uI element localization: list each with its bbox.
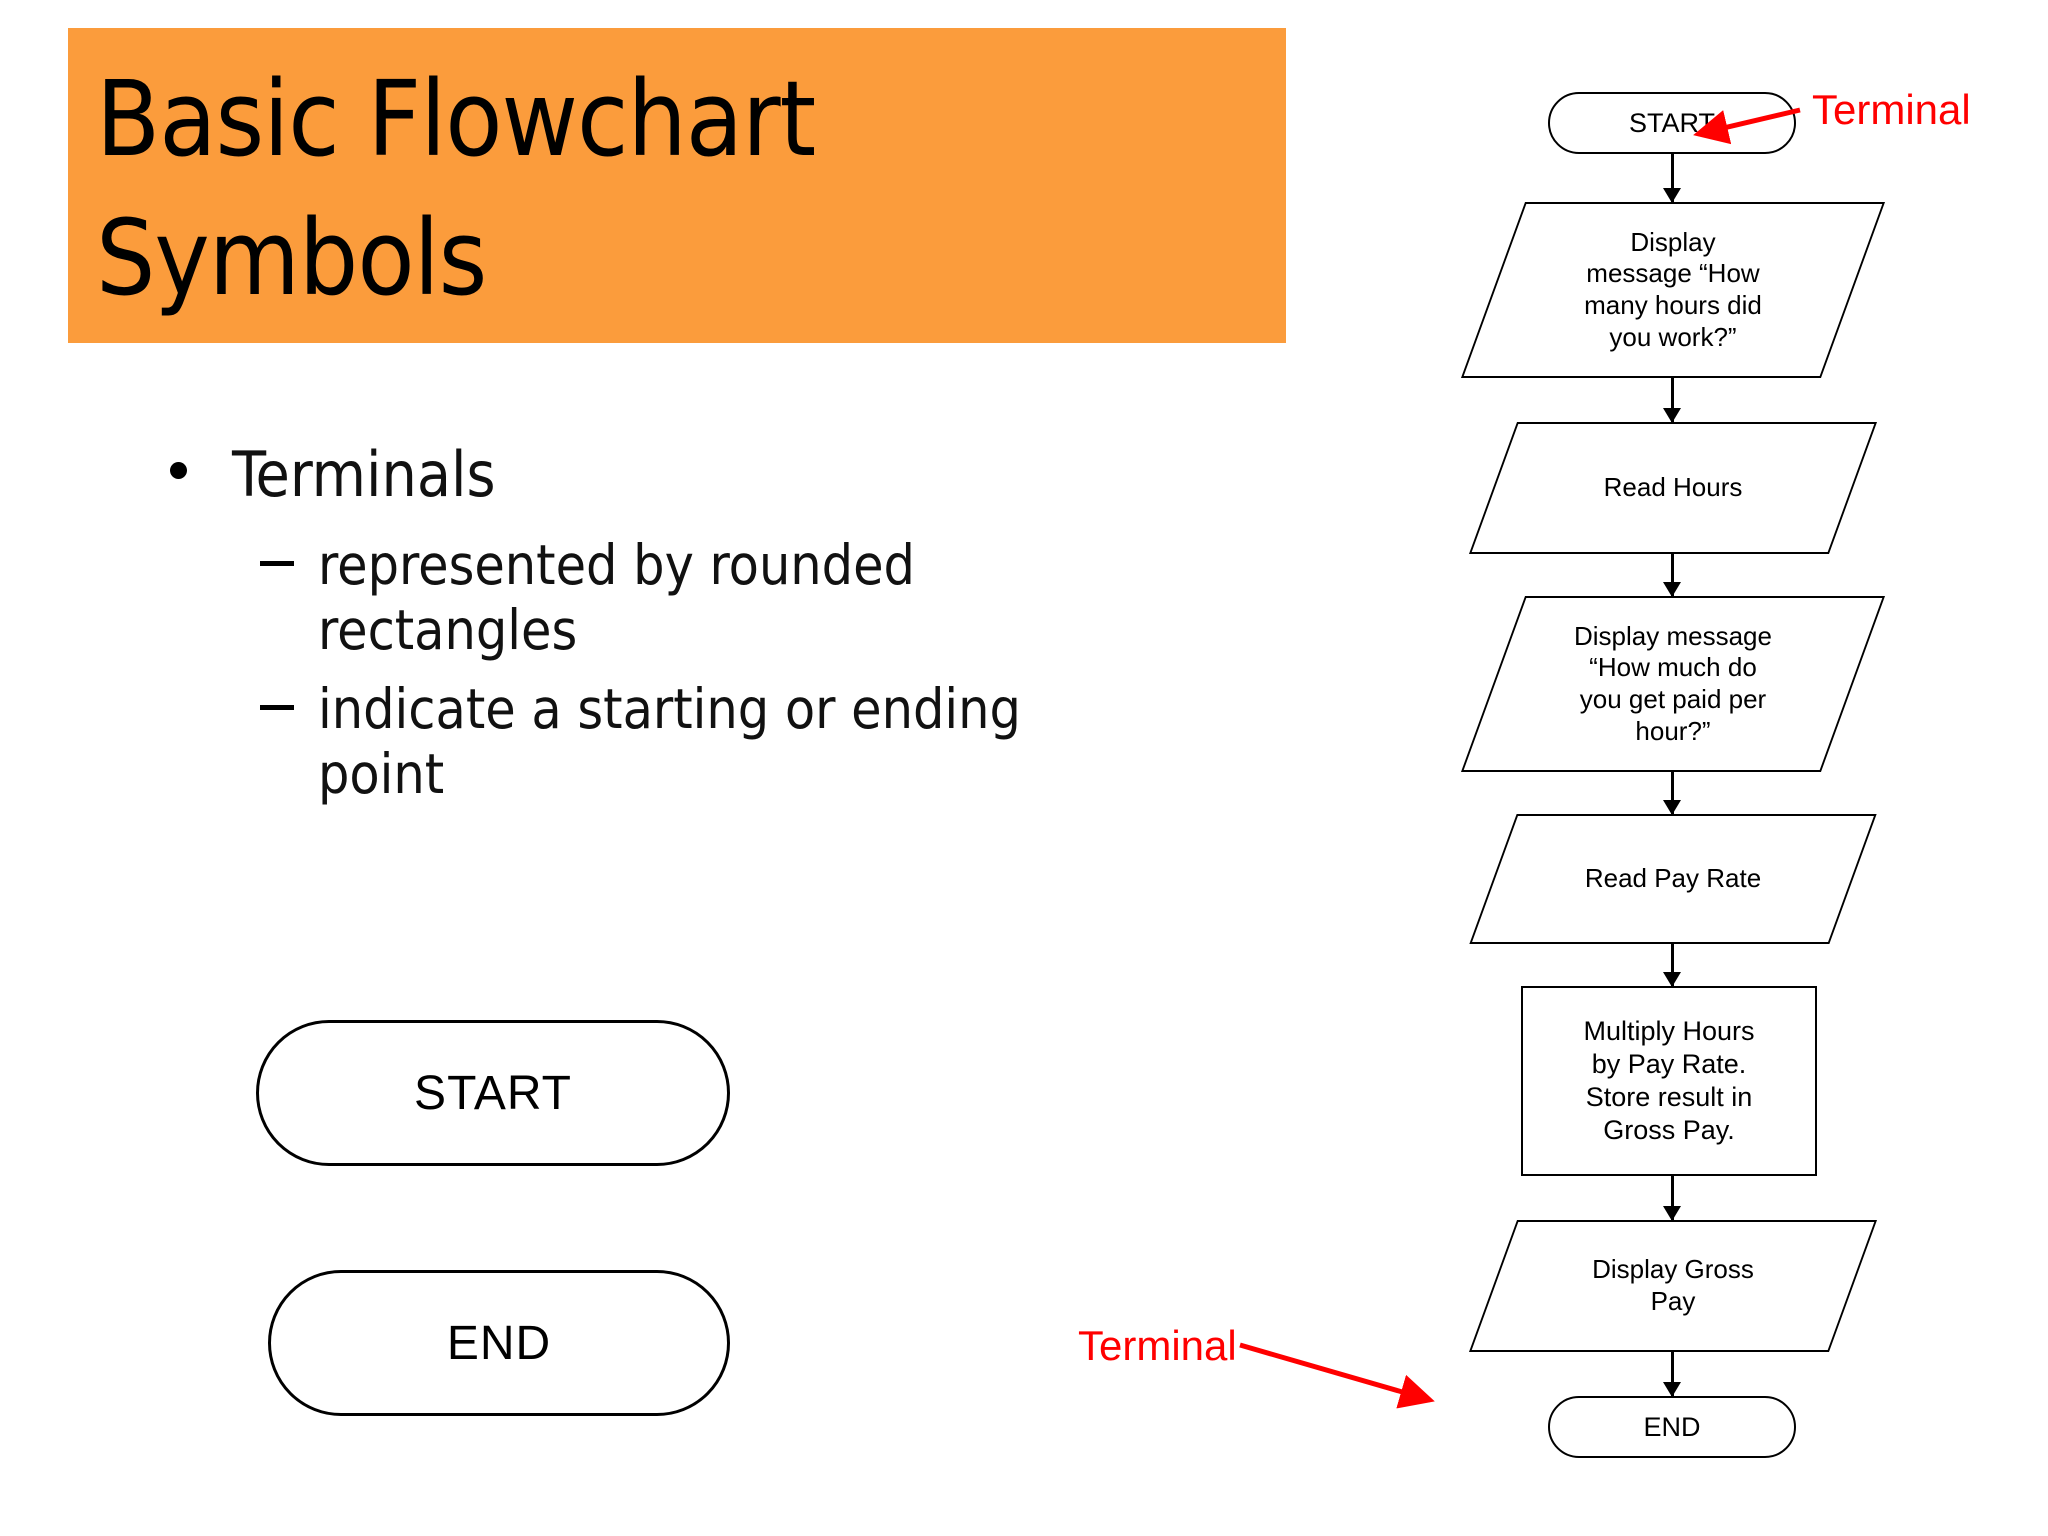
- flowchart-connector: [1671, 1352, 1674, 1396]
- flowchart-node-start: START: [1548, 92, 1796, 154]
- sample-terminal-start: START: [256, 1020, 730, 1166]
- flowchart-node-read-pay-rate: Read Pay Rate: [1469, 814, 1877, 944]
- flowchart-node-display-gross-pay-label: Display Gross Pay: [1592, 1254, 1754, 1316]
- bullet-dot-icon: [170, 462, 187, 479]
- flowchart-node-display-gross-pay: Display Gross Pay: [1468, 1220, 1878, 1352]
- flowchart-connector: [1671, 554, 1674, 596]
- flowchart-diagram: START Display message “How many hours di…: [1380, 70, 2000, 1490]
- flowchart-connector: [1671, 1176, 1674, 1220]
- sample-terminal-end: END: [268, 1270, 730, 1416]
- flowchart-node-end: END: [1548, 1396, 1796, 1458]
- title-banner: Basic Flowchart Symbols: [68, 28, 1286, 343]
- list-item-label: indicate a starting or ending point: [318, 677, 1021, 807]
- list-item: Terminals: [150, 440, 1050, 509]
- list-item-label: Terminals: [232, 438, 496, 511]
- bullet-list: Terminals represented by rounded rectang…: [150, 440, 1050, 821]
- flowchart-node-start-label: START: [1628, 107, 1715, 138]
- sample-terminal-end-label: END: [446, 1316, 552, 1370]
- flowchart-node-display-rate-prompt: Display message “How much do you get pai…: [1460, 596, 1886, 772]
- flowchart-node-read-hours-label: Read Hours: [1603, 472, 1743, 503]
- flowchart-node-read-hours: Read Hours: [1468, 422, 1878, 554]
- flowchart-node-display-hours-prompt-label: Display message “How many hours did you …: [1584, 226, 1762, 352]
- flowchart-node-read-pay-rate-label: Read Pay Rate: [1584, 863, 1762, 894]
- annotation-label-terminal-bottom: Terminal: [1078, 1322, 1237, 1369]
- bullet-dash-icon: [260, 561, 294, 567]
- flowchart-connector: [1671, 378, 1674, 422]
- flowchart-node-multiply-label: Multiply Hours by Pay Rate. Store result…: [1583, 1016, 1755, 1145]
- list-item: represented by rounded rectangles: [150, 533, 1050, 663]
- flowchart-node-end-label: END: [1643, 1411, 1701, 1442]
- flowchart-node-display-rate-prompt-label: Display message “How much do you get pai…: [1574, 620, 1772, 746]
- flowchart-connector: [1671, 944, 1674, 986]
- flowchart-node-display-hours-prompt: Display message “How many hours did you …: [1460, 202, 1886, 378]
- flowchart-node-multiply: Multiply Hours by Pay Rate. Store result…: [1521, 986, 1817, 1176]
- list-item-label: represented by rounded rectangles: [318, 533, 915, 663]
- list-item: indicate a starting or ending point: [150, 677, 1050, 807]
- flowchart-connector: [1671, 772, 1674, 814]
- page-title: Basic Flowchart Symbols: [96, 58, 816, 320]
- annotation-label-terminal-top: Terminal: [1812, 86, 1971, 133]
- flowchart-connector: [1671, 154, 1674, 202]
- sample-terminal-start-label: START: [414, 1066, 572, 1120]
- bullet-dash-icon: [260, 705, 294, 711]
